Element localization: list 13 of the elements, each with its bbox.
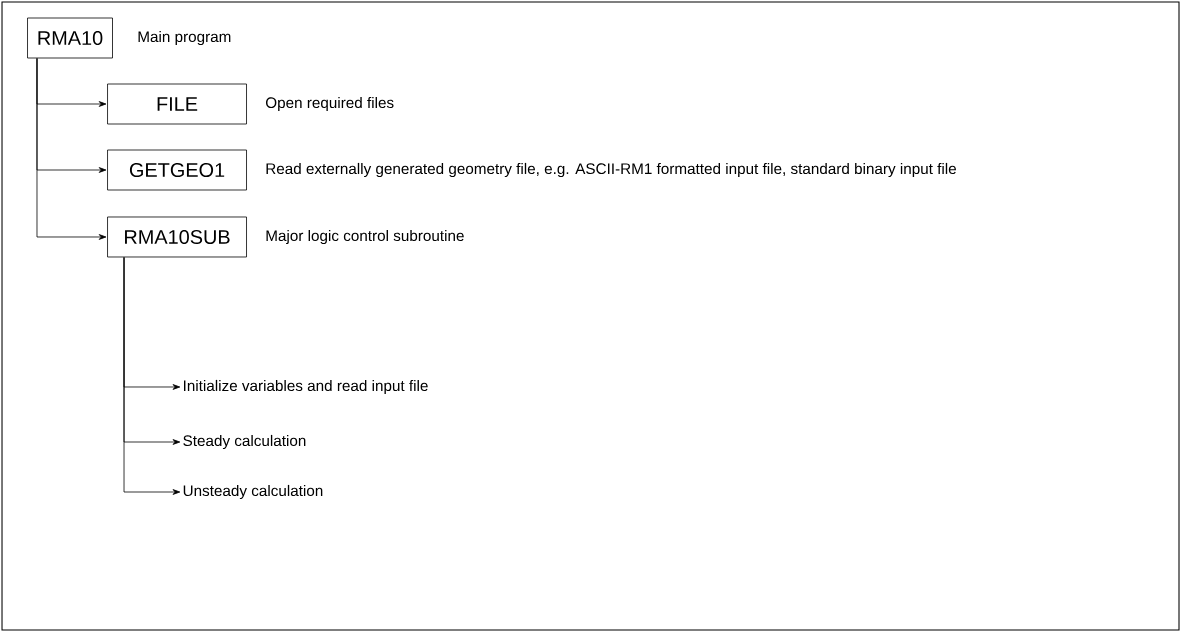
program-box: RMA10 <box>27 17 113 59</box>
description-text: Major logic control subroutine <box>266 229 464 245</box>
subroutine-box: FILE <box>107 83 247 125</box>
subroutine-box: RMA10SUB <box>107 216 247 258</box>
step-text: Initialize variables and read input file <box>184 379 428 395</box>
description-text: Open required files <box>266 96 394 112</box>
connector-arrow <box>36 58 107 240</box>
subroutine-box: GETGEO1 <box>107 149 247 191</box>
step-text: Steady calculation <box>183 434 306 450</box>
step-text: Unsteady calculation <box>183 484 323 500</box>
description-text: Read externally generated geometry file, e.g. ASCII-RM1 formatted input file, standard binary input file <box>266 162 956 178</box>
connector-arrow <box>123 257 181 495</box>
description-text: Main program <box>138 30 231 46</box>
